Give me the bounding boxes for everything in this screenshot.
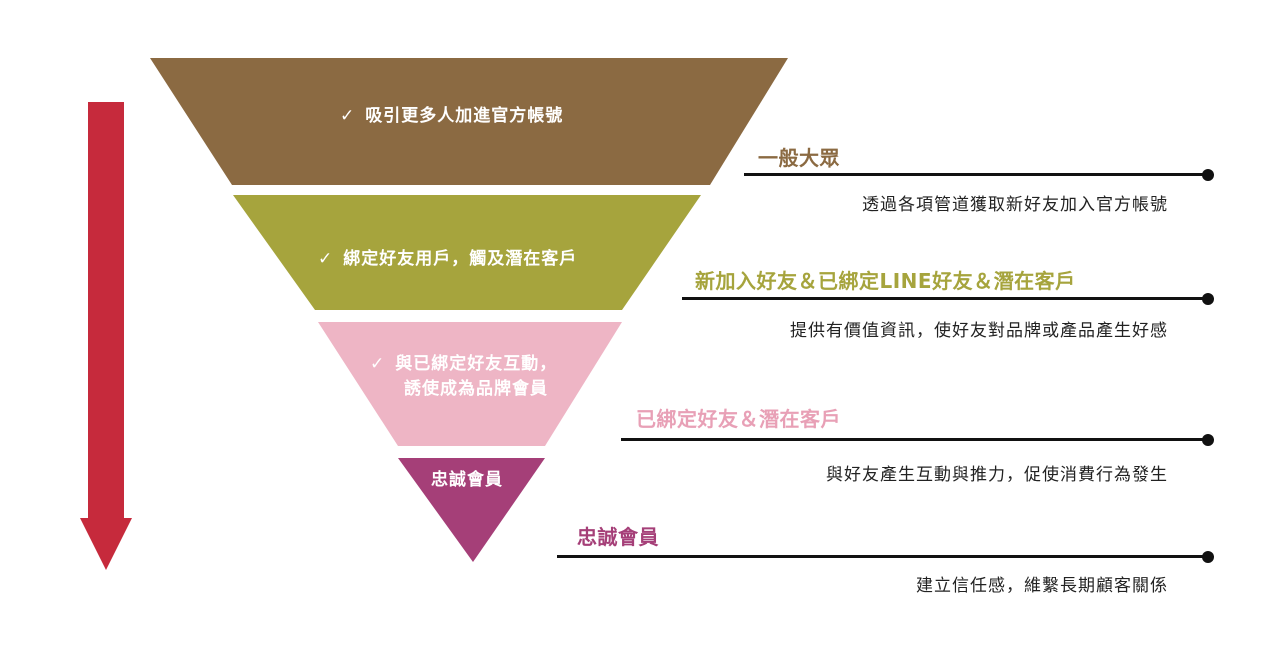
audience-1-line (744, 173, 1208, 176)
tier-3-text-line1: 與已綁定好友互動， (395, 354, 558, 374)
audience-3-line (621, 438, 1208, 441)
tier-4-text: 忠誠會員 (431, 470, 503, 490)
audience-4-description: 建立信任感，維繫長期顧客關係 (916, 576, 1168, 596)
tier-3-text-line2: 誘使成為品牌會員 (404, 379, 548, 399)
down-arrow-icon (80, 102, 132, 570)
tier-1-text: 吸引更多人加進官方帳號 (365, 106, 564, 126)
tier-2-label: ✓ 綁定好友用戶，觸及潛在客戶 (318, 247, 577, 271)
check-icon: ✓ (340, 106, 356, 126)
audience-2-description: 提供有價值資訊，使好友對品牌或產品產生好感 (790, 321, 1168, 341)
audience-4-line (557, 555, 1208, 558)
check-icon: ✓ (370, 354, 386, 374)
funnel-tier-3 (318, 322, 622, 446)
audience-1-dot (1202, 169, 1214, 181)
funnel-tier-1 (150, 58, 788, 185)
tier-3-label-line2: 誘使成為品牌會員 (404, 377, 548, 401)
audience-4-title: 忠誠會員 (577, 525, 659, 549)
audience-3-dot (1202, 434, 1214, 446)
audience-2-dot (1202, 293, 1214, 305)
tier-3-label: ✓ 與已綁定好友互動， (370, 352, 557, 376)
audience-2-line (682, 297, 1208, 300)
audience-2-title: 新加入好友＆已綁定LINE好友＆潛在客戶 (695, 269, 1076, 293)
tier-2-text: 綁定好友用戶，觸及潛在客戶 (343, 249, 578, 269)
audience-4-dot (1202, 551, 1214, 563)
audience-3-title: 已綁定好友＆潛在客戶 (636, 407, 841, 431)
audience-1-description: 透過各項管道獲取新好友加入官方帳號 (862, 195, 1168, 215)
tier-1-label: ✓ 吸引更多人加進官方帳號 (340, 104, 563, 128)
tier-4-label: 忠誠會員 (431, 468, 503, 492)
check-icon: ✓ (318, 249, 334, 269)
funnel-tier-4 (398, 458, 545, 562)
funnel-tier-2 (233, 195, 701, 310)
audience-3-description: 與好友產生互動與推力，促使消費行為發生 (826, 465, 1168, 485)
audience-1-title: 一般大眾 (758, 146, 840, 170)
